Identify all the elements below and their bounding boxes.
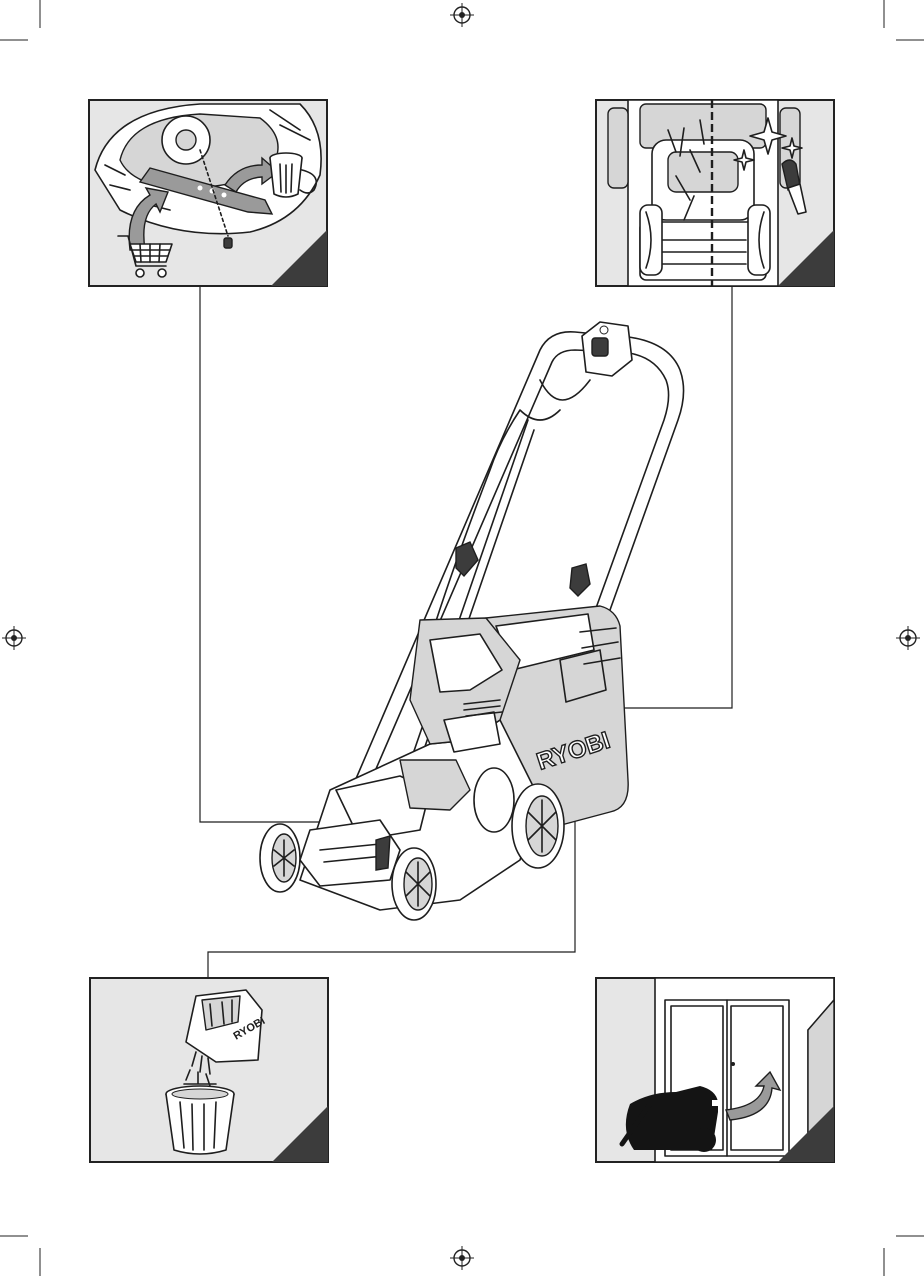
registration-mark-top	[450, 3, 474, 27]
registration-mark-right	[896, 626, 920, 650]
panel-grass-bag-emptying: RYOBI	[90, 978, 328, 1162]
handle-knob-right	[570, 564, 590, 596]
lawnmower-illustration: RYOBI	[260, 322, 684, 920]
panel-storage-shed	[596, 978, 834, 1162]
panel-blade-replacement	[89, 100, 327, 286]
handle-switch-box	[582, 322, 632, 376]
trash-bin-icon	[166, 1086, 234, 1154]
rear-left-wheel	[474, 768, 514, 832]
rear-right-wheel	[512, 784, 564, 868]
panel-deck-cleaning	[596, 100, 834, 286]
registration-mark-bottom	[450, 1246, 474, 1270]
registration-mark-left	[2, 626, 26, 650]
front-left-wheel	[260, 824, 300, 892]
bolt-icon	[224, 238, 232, 248]
handle-knob-left	[456, 542, 478, 576]
front-right-wheel	[392, 848, 436, 920]
